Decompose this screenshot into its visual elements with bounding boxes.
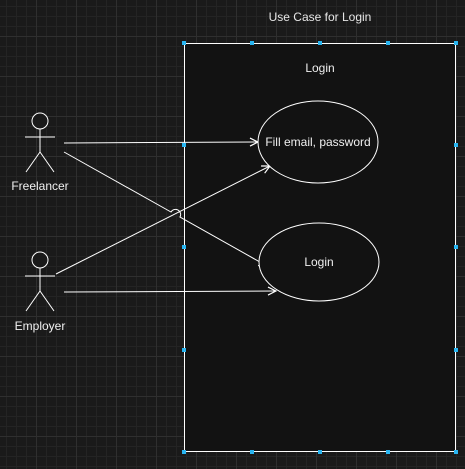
actor-employer-label: Employer	[15, 319, 66, 333]
selection-handle-left-2[interactable]	[182, 245, 186, 249]
selection-handle-top-2[interactable]	[318, 41, 322, 45]
selection-handle-right-2[interactable]	[454, 245, 458, 249]
actor-right-leg	[39, 151, 55, 173]
actor-freelancer-label: Freelancer	[11, 179, 68, 193]
selection-handle-top-left[interactable]	[182, 41, 186, 45]
selection-handle-top-1[interactable]	[250, 41, 254, 45]
actor-head	[31, 112, 49, 130]
association-freelancer-fill[interactable]	[63, 142, 258, 143]
selection-handle-bottom-left[interactable]	[182, 450, 186, 454]
actor-right-leg	[39, 290, 55, 312]
selection-handle-left-3[interactable]	[182, 348, 186, 352]
actor-left-leg	[25, 151, 41, 173]
system-boundary-label: Login	[305, 61, 335, 75]
actor-employer[interactable]	[25, 251, 55, 312]
selection-handle-left-1[interactable]	[182, 143, 186, 147]
selection-handle-right-3[interactable]	[454, 348, 458, 352]
selection-handle-right-1[interactable]	[454, 143, 458, 147]
association-employer-fill[interactable]	[55, 166, 270, 275]
actor-left-leg	[25, 290, 41, 312]
use-case-label: Fill email, password	[265, 135, 370, 149]
use-case-ellipse[interactable]	[257, 100, 379, 184]
selection-handle-bottom-right[interactable]	[454, 450, 458, 454]
selection-handle-top-right[interactable]	[454, 41, 458, 45]
use-case-label: Login	[304, 255, 333, 269]
association-employer-login[interactable]	[63, 291, 276, 292]
actor-freelancer[interactable]	[25, 112, 55, 173]
use-case-fill-email-password[interactable]: Fill email, password	[257, 100, 379, 184]
selection-handles[interactable]	[182, 41, 458, 454]
use-case-login[interactable]: Login	[258, 222, 380, 302]
selection-handle-bottom-2[interactable]	[318, 450, 322, 454]
association-freelancer-login[interactable]	[63, 151, 267, 266]
actor-head	[31, 251, 49, 269]
diagram-title[interactable]: Use Case for Login	[268, 10, 372, 24]
selection-handle-bottom-3[interactable]	[386, 450, 390, 454]
selection-handle-bottom-1[interactable]	[250, 450, 254, 454]
selection-handle-top-3[interactable]	[386, 41, 390, 45]
use-case-ellipse[interactable]	[258, 222, 380, 302]
